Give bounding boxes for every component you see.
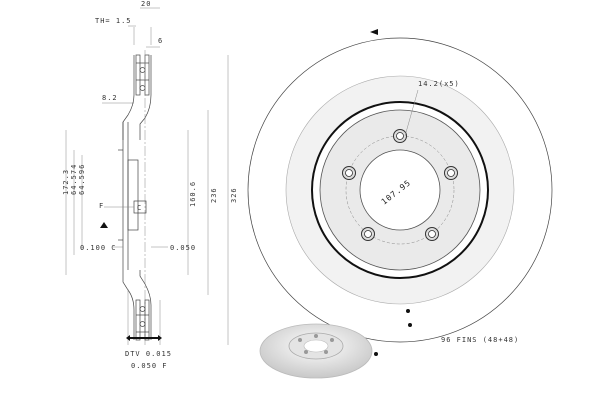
disc-thickness-dimension: 6 <box>158 37 163 45</box>
top-width-dimension: 20 <box>141 0 151 8</box>
bottom-tolerance-1: DTV 0.015 <box>125 350 172 358</box>
reference-mark: F <box>99 202 104 210</box>
outer-diameter: 326 <box>230 187 238 203</box>
disc-outer-edge <box>247 37 553 343</box>
fins-label: 96 FINS (48+48) <box>441 336 519 344</box>
bolt-holes <box>342 129 458 241</box>
datum-label: C <box>137 204 142 212</box>
runout-left: 0.100 C <box>80 244 117 252</box>
disc-render <box>259 323 373 379</box>
section-view: 20 TH= 1.5 6 8.2 C <box>62 0 238 370</box>
front-view: 107.95 14.2(x5) 96 FINS (48+48) <box>247 29 553 356</box>
diameter-64-574: 64.574 <box>70 164 78 195</box>
center-bore <box>359 149 441 231</box>
hat-offset-dimension: 8.2 <box>102 94 118 102</box>
inner-diameter: 236 <box>210 187 218 203</box>
bottom-tolerance-2: 0.050 F <box>131 362 168 370</box>
runout-right: 0.050 <box>170 244 196 252</box>
diameter-64-596: 64.596 <box>78 164 86 195</box>
pad-diameter: 160.6 <box>189 181 197 207</box>
bolt-hole-dimension: 14.2(x5) <box>418 80 460 88</box>
hat-thickness-dimension: TH= 1.5 <box>95 17 132 25</box>
diameter-172-3: 172.3 <box>62 169 70 195</box>
